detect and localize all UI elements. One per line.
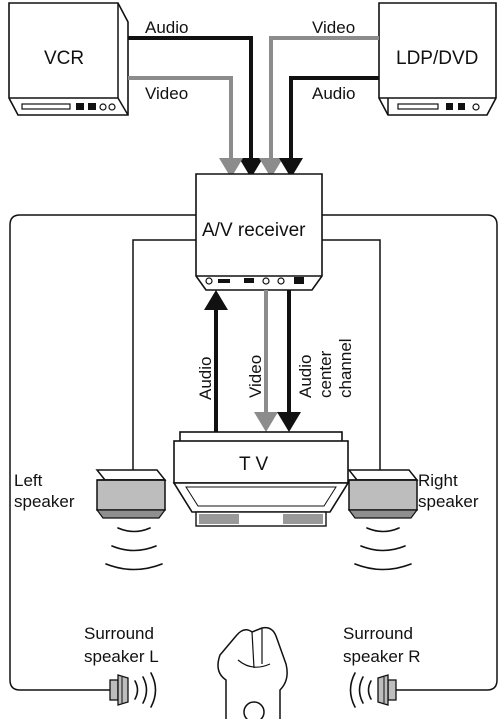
right-speaker-icon	[347, 469, 419, 519]
vcr-audio-line	[128, 36, 263, 178]
center-label-line2: center	[316, 350, 335, 398]
left-sound-waves-icon	[105, 527, 163, 571]
vcr-label: VCR	[44, 48, 84, 69]
right-speaker-label-line1: Right	[418, 471, 458, 490]
right-speaker-label-line2: speaker	[418, 492, 479, 511]
surround-left-label-line1: Surround	[84, 624, 154, 643]
ldp-dvd-device	[378, 2, 497, 116]
center-label-line1: Audio	[296, 355, 315, 398]
surround-right-speaker-icon	[349, 672, 397, 708]
tv-label: T V	[239, 454, 269, 475]
surround-left-label-line2: speaker L	[84, 647, 159, 666]
right-sound-waves-icon	[354, 527, 412, 571]
surround-right-wire	[322, 214, 498, 691]
left-speaker-icon	[95, 469, 167, 519]
av-receiver-device	[195, 173, 323, 291]
left-speaker-wire	[132, 239, 196, 470]
ldp-audio-line	[279, 76, 379, 178]
ldp-audio-label: Audio	[312, 84, 355, 103]
center-label-line3: channel	[336, 338, 355, 398]
ldp-video-label: Video	[312, 18, 355, 37]
vcr-video-label: Video	[145, 84, 188, 103]
surround-right-label-line1: Surround	[343, 624, 413, 643]
surround-right-label-line2: speaker R	[343, 647, 420, 666]
left-speaker-label-line2: speaker	[14, 492, 75, 511]
tv-video-label: Video	[246, 355, 265, 398]
left-speaker-label-line1: Left	[14, 471, 43, 490]
right-speaker-wire	[322, 239, 381, 470]
vcr-audio-label: Audio	[145, 18, 188, 37]
surround-left-speaker-icon	[109, 672, 157, 708]
ldp-video-line	[259, 36, 379, 178]
vcr-device	[8, 2, 129, 116]
tv-device	[172, 431, 350, 527]
vcr-video-line	[128, 76, 243, 178]
ldp-dvd-label: LDP/DVD	[396, 48, 478, 69]
tv-audio-label: Audio	[196, 357, 215, 400]
av-receiver-label: A/V receiver	[202, 220, 306, 241]
listener-icon	[217, 626, 288, 719]
surround-left-wire	[9, 214, 196, 691]
